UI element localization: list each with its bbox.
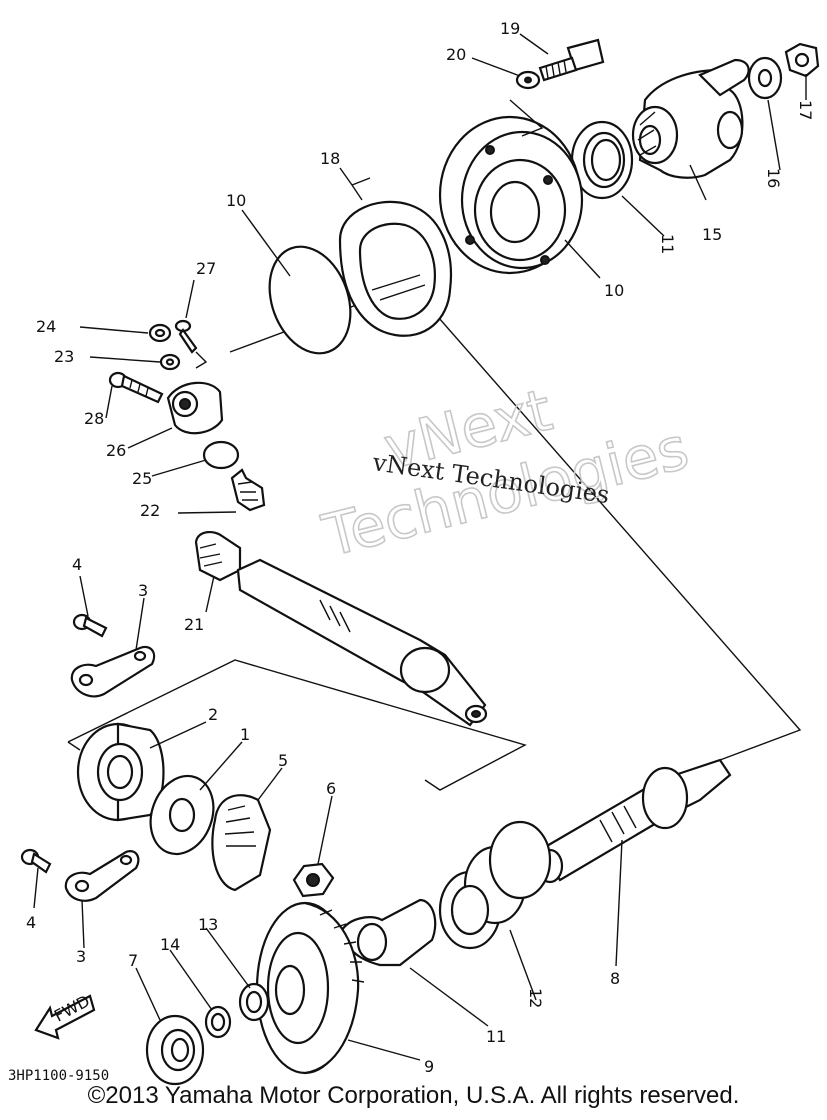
part-27-o-ring (202, 440, 240, 470)
callout-27: 25 (132, 469, 152, 488)
part-7-bearing (145, 1014, 205, 1086)
part-code: 3HP1100-9150 (8, 1068, 109, 1084)
part-28-sleeve (166, 381, 224, 435)
callout-2: 2 (208, 705, 218, 724)
callout-4-lower: 4 (26, 913, 36, 932)
callout-7: 7 (128, 951, 138, 970)
callout-numbers: 19 20 17 16 15 11 10 18 10 27 24 23 28 2… (26, 19, 815, 1076)
assembly-outline-lower (67, 659, 527, 791)
leader-lines (33, 33, 807, 1061)
part-4-bolt-upper (72, 613, 108, 638)
part-1-shim (149, 774, 215, 856)
callout-28: 26 (106, 441, 126, 460)
callout-6: 6 (326, 779, 336, 798)
part-26-washer (148, 323, 172, 343)
callout-23: 21 (184, 615, 204, 634)
callout-17: 15 (702, 225, 722, 244)
part-16-washer (204, 1005, 232, 1039)
part-10-bearing-housing (438, 115, 584, 275)
callout-11: 11 (658, 234, 677, 254)
callout-3-upper: 3 (138, 581, 148, 600)
callout-3-lower: 3 (76, 947, 86, 966)
part-5-drive-pinion-gear (211, 794, 272, 892)
part-17-yoke (631, 58, 750, 179)
fwd-arrow-icon: FWD (34, 991, 96, 1040)
copyright-notice: ©2013 Yamaha Motor Corporation, U.S.A. A… (87, 1082, 740, 1109)
callout-12: 10 (226, 191, 246, 210)
callout-25: 23 (54, 347, 74, 366)
part-6-nut (292, 862, 335, 898)
callout-13: 11 (486, 1027, 506, 1046)
callout-8: 8 (610, 969, 620, 988)
part-4-bolt-lower (20, 848, 52, 874)
part-23-pinion (194, 530, 242, 582)
callout-20: 18 (320, 149, 340, 168)
part-9-ring-gear (255, 901, 365, 1075)
part-14-spring (438, 820, 552, 950)
drive-shaft (236, 558, 488, 727)
callout-26: 24 (36, 317, 56, 336)
part-25-washer (159, 353, 181, 371)
callout-14: 12 (526, 988, 545, 1008)
callout-21: 19 (500, 19, 520, 38)
part-30-bolt (108, 371, 164, 404)
watermark: vNext Technologies (315, 375, 696, 571)
callout-1: 1 (240, 725, 250, 744)
part-3-lock-plate-lower (64, 850, 140, 902)
callout-9: 9 (424, 1057, 434, 1076)
part-3-lock-plate-upper (70, 645, 156, 698)
part-21-bolt (538, 38, 605, 82)
part-15-washer (238, 982, 270, 1022)
callout-24: 22 (140, 501, 160, 520)
part-8-shaft (536, 758, 732, 884)
callout-22: 20 (446, 45, 466, 64)
part-29-screw (174, 319, 198, 354)
callout-19: 17 (796, 100, 815, 120)
part-12-o-ring (268, 245, 352, 355)
part-20-shim-plate (338, 200, 452, 337)
callout-30: 28 (84, 409, 104, 428)
callout-4-upper: 4 (72, 555, 82, 574)
part-24-drive-gear (230, 468, 266, 512)
callout-29: 27 (196, 259, 216, 278)
callout-16: 14 (160, 935, 180, 954)
callout-15: 13 (198, 915, 218, 934)
part-19-nut (784, 42, 820, 78)
callout-18: 16 (764, 168, 783, 188)
part-11-oil-seal (570, 120, 634, 200)
part-2-bearing (76, 722, 165, 822)
part-13-clutch-cam (340, 898, 437, 967)
callout-5: 5 (278, 751, 288, 770)
callout-10: 10 (604, 281, 624, 300)
